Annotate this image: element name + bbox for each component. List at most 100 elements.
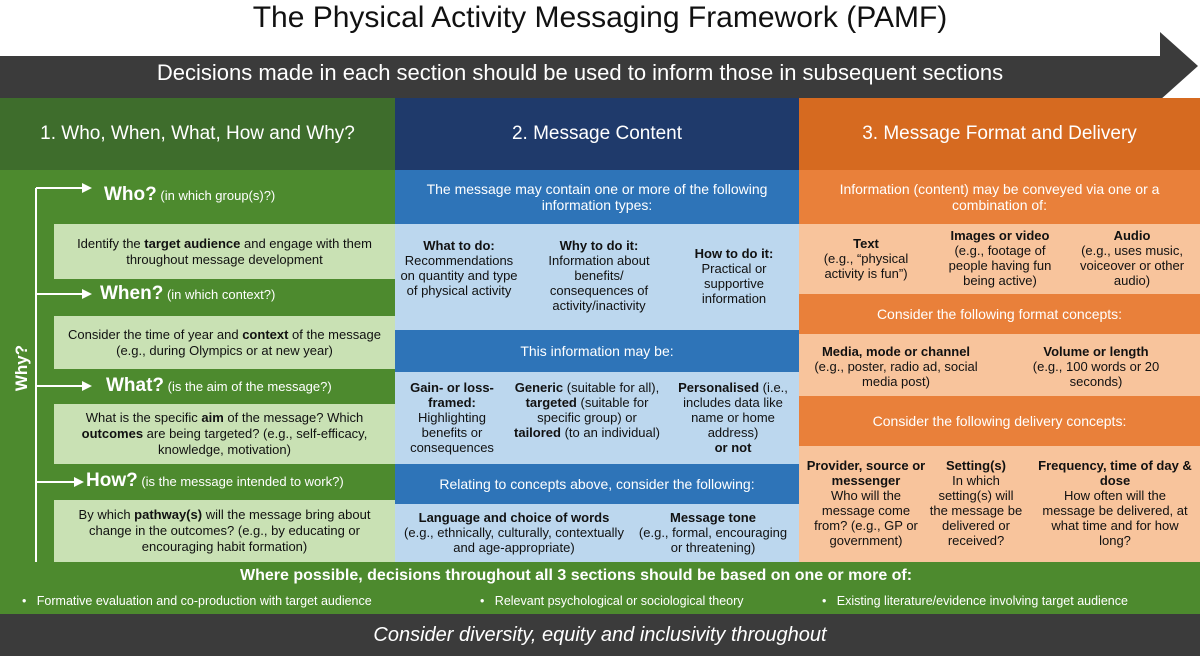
how-arrow-head	[74, 477, 84, 487]
format-audio-title: Audio	[1113, 228, 1151, 243]
what-description: What is the specific aim of the message?…	[54, 404, 395, 464]
frame-targeted-bold: targeted	[525, 395, 577, 410]
arrow-banner	[0, 32, 1198, 100]
delivery-setting: Setting(s)In which setting(s) will the m…	[928, 458, 1024, 548]
delivery-provider-desc: Who will the message come from? (e.g., G…	[814, 488, 918, 548]
frame-gain: Gain- or loss-framed:Highlighting benefi…	[402, 380, 502, 455]
when-question: When? (in which context?)	[100, 284, 276, 304]
arrow-text: Decisions made in each section should be…	[156, 60, 1004, 85]
format-band-delivery: Consider the following delivery concepts…	[799, 396, 1200, 446]
how-description: By which pathway(s) will the message bri…	[54, 500, 395, 562]
concept-volume-desc: (e.g., 100 words or 20 seconds)	[1032, 359, 1160, 389]
format-text-desc: (e.g., “physical activity is fun”)	[823, 251, 909, 281]
when-desc-bold: context	[242, 326, 289, 342]
who-desc-pre: Identify the	[77, 235, 145, 251]
tone-title: Message tone	[670, 510, 756, 525]
section2-header: 2. Message Content	[395, 98, 799, 170]
delivery-setting-title: Setting(s)	[946, 458, 1006, 473]
frame-generic-bold: Generic	[514, 380, 564, 395]
frame-personalised-bold: Personalised	[678, 380, 760, 395]
who-label: Who?	[104, 184, 157, 205]
when-description: Consider the time of year and context of…	[54, 316, 395, 369]
type-what: What to do:Recommendations on quantity a…	[400, 238, 518, 298]
page-title: The Physical Activity Messaging Framewor…	[252, 1, 948, 34]
what-desc-post: of the message? Which	[223, 410, 364, 425]
delivery-panel	[799, 446, 1200, 562]
delivery-frequency-title: Frequency, time of day & dose	[1038, 458, 1192, 488]
how-question: How? (is the message intended to work?)	[86, 470, 344, 491]
frame-personalised-text: (i.e., includes data like name or home a…	[683, 380, 788, 440]
frame-tailored-text: (to an individual)	[560, 425, 660, 440]
message-tone: Message tone(e.g., formal, encouraging o…	[632, 510, 794, 555]
concept-media: Media, mode or channel(e.g., poster, rad…	[808, 344, 984, 389]
evidence-bullet-formative: • Formative evaluation and co-production…	[22, 594, 372, 608]
format-text-title: Text	[853, 236, 879, 251]
type-why: Why to do it:Information about benefits/…	[533, 238, 665, 313]
what-question: What? (is the aim of the message?)	[106, 376, 332, 396]
format-band-concepts: Consider the following format concepts:	[799, 294, 1200, 334]
what-desc-bold2: outcomes	[81, 426, 144, 441]
content-framing-panel	[395, 372, 799, 464]
content-band-framing: This information may be:	[395, 330, 799, 372]
content-band-types: The message may contain one or more of t…	[395, 170, 799, 224]
evidence-bullet-literature-text: Existing literature/evidence involving t…	[836, 594, 1128, 608]
when-arrow-head	[82, 289, 92, 299]
what-sub: (is the aim of the message?)	[167, 379, 332, 394]
format-images-title: Images or video	[950, 228, 1050, 243]
delivery-setting-desc: In which setting(s) will the message be …	[929, 473, 1023, 548]
who-desc-post: and engage with them throughout message …	[126, 235, 372, 267]
frame-generic: Generic (suitable for all), targeted (su…	[512, 380, 662, 440]
who-arrow-head	[82, 183, 92, 193]
section1-header: 1. Who, When, What, How and Why?	[0, 98, 395, 170]
who-description: Identify the target audience and engage …	[54, 224, 395, 279]
type-how: How to do it:Practical or supportive inf…	[678, 246, 790, 306]
why-label: Why?	[12, 344, 31, 392]
delivery-frequency-desc: How often will the message be delivered,…	[1042, 488, 1188, 548]
who-desc-bold: target audience	[144, 235, 241, 251]
type-what-title: What to do:	[423, 238, 495, 253]
tone-text: (e.g., formal, encouraging or threatenin…	[638, 525, 788, 555]
evidence-bullet-theory-text: Relevant psychological or sociological t…	[494, 594, 744, 608]
when-sub: (in which context?)	[166, 287, 276, 302]
what-desc-bold: aim	[201, 410, 224, 425]
evidence-bullet-formative-text: Formative evaluation and co-production w…	[36, 594, 372, 608]
type-why-title: Why to do it:	[559, 238, 639, 253]
arrow-shape	[0, 32, 1198, 100]
format-band-conveyed: Information (content) may be conveyed vi…	[799, 170, 1200, 224]
type-why-text: Information about benefits/ consequences…	[548, 253, 650, 313]
how-sub: (is the message intended to work?)	[141, 474, 344, 489]
type-how-text: Practical or supportive information	[701, 261, 767, 306]
evidence-heading: Where possible, decisions throughout all…	[240, 567, 913, 584]
who-question: Who? (in which group(s)?)	[104, 184, 276, 205]
concept-volume-title: Volume or length	[1043, 344, 1149, 359]
concept-volume: Volume or length(e.g., 100 words or 20 s…	[1014, 344, 1178, 389]
delivery-provider-title: Provider, source or messenger	[806, 458, 926, 488]
who-sub: (in which group(s)?)	[160, 188, 276, 203]
when-desc-pre: Consider the time of year and	[68, 326, 243, 342]
format-audio-desc: (e.g., uses music, voiceover or other au…	[1079, 243, 1185, 288]
content-band-language: Relating to concepts above, consider the…	[395, 464, 799, 504]
content-language-panel	[395, 504, 799, 562]
language-choice: Language and choice of words(e.g., ethni…	[404, 510, 624, 555]
frame-tailored-bold: tailored	[514, 425, 561, 440]
type-how-title: How to do it:	[694, 246, 774, 261]
content-types-panel	[395, 224, 799, 330]
what-desc-post2: are being targeted? (e.g., self-efficacy…	[143, 426, 368, 457]
format-concepts-panel	[799, 334, 1200, 396]
evidence-strip	[0, 562, 1200, 614]
how-label: How?	[86, 470, 138, 491]
concept-media-title: Media, mode or channel	[821, 344, 971, 359]
frame-targeted-text: (suitable for specific group) or	[537, 395, 649, 425]
what-desc-pre: What is the specific	[85, 410, 202, 425]
format-audio: Audio(e.g., uses music, voiceover or oth…	[1070, 228, 1194, 288]
what-arrow-head	[82, 381, 92, 391]
language-text: (e.g., ethnically, culturally, contextua…	[404, 525, 624, 555]
format-images-desc: (e.g., footage of people having fun bein…	[948, 243, 1052, 288]
how-desc-post: will the message bring about change in t…	[88, 507, 371, 554]
frame-gain-title: Gain- or loss-framed:	[410, 380, 494, 410]
type-what-text: Recommendations on quantity and type of …	[400, 253, 518, 298]
frame-generic-text: (suitable for all),	[563, 380, 660, 395]
concept-media-desc: (e.g., poster, radio ad, social media po…	[814, 359, 978, 389]
